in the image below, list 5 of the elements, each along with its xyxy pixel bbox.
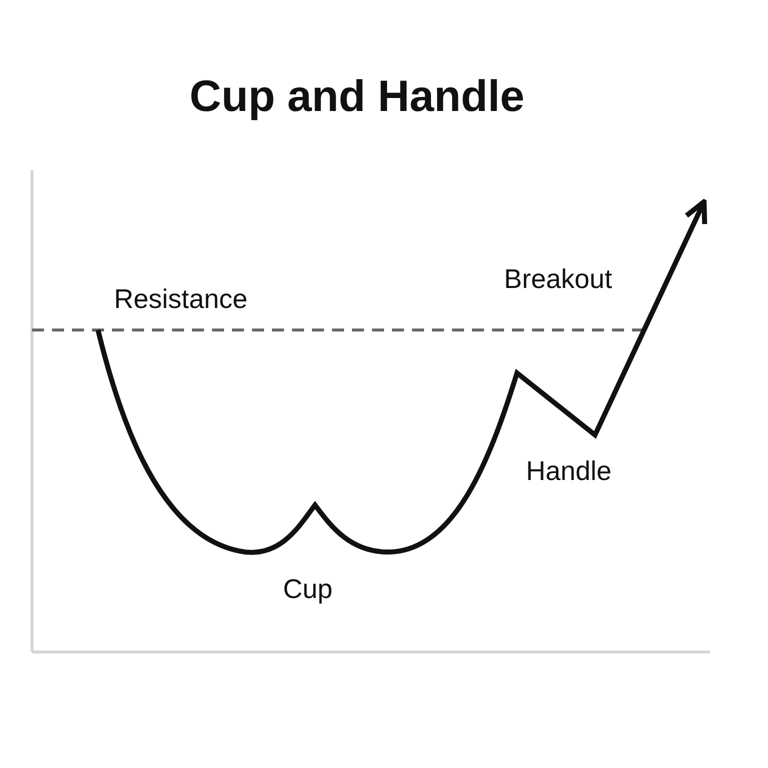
pattern-label: Breakout xyxy=(504,264,612,296)
title: Cup and Handle xyxy=(190,72,524,122)
pattern-label: Handle xyxy=(526,456,612,488)
pattern-label: Cup xyxy=(283,574,333,606)
pattern-label: Resistance xyxy=(114,284,248,316)
